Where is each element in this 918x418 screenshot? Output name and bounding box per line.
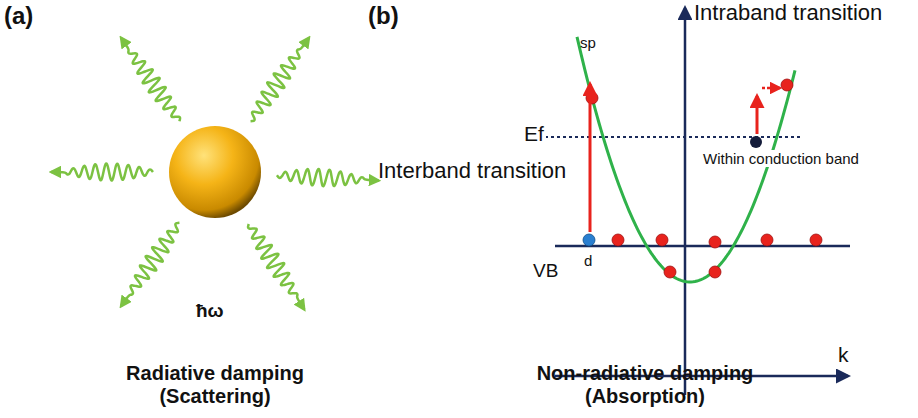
transition-label: Interband transition — [378, 158, 566, 183]
photon-wave — [277, 169, 379, 186]
panel-label: (a) — [4, 2, 33, 30]
photon-wave — [251, 38, 310, 122]
fermi-level-line — [545, 136, 800, 138]
axis-label: k — [838, 343, 849, 367]
band-note: Within conduction band — [701, 150, 861, 167]
photon-energy-label: ħω — [196, 300, 224, 322]
hole-dot — [583, 234, 595, 246]
band-label: VB — [533, 260, 558, 282]
photon-wave — [248, 224, 304, 310]
panel-caption: Radiative damping (Scattering) — [110, 362, 320, 408]
conduction-electron-dot — [750, 136, 762, 148]
nanoparticle-sphere — [169, 126, 261, 218]
interband-arrow — [589, 84, 592, 232]
photon-wave — [51, 164, 153, 181]
transition-label: Intraband transition — [692, 0, 884, 25]
panel-label: (b) — [368, 2, 399, 30]
band-label: sp — [580, 34, 596, 51]
energy-axis — [684, 8, 687, 395]
intraband-arrow — [756, 96, 759, 134]
electron-dots — [586, 79, 822, 278]
emitted-photons — [51, 38, 379, 310]
fermi-level-label: Ef — [522, 122, 546, 146]
photon-wave — [121, 223, 180, 307]
photon-wave — [121, 38, 180, 122]
intraband-shift-arrow — [762, 87, 780, 90]
band-label: d — [584, 252, 592, 269]
valence-band-line — [555, 245, 850, 248]
panel-caption: Non-radiative damping (Absorption) — [520, 362, 770, 408]
